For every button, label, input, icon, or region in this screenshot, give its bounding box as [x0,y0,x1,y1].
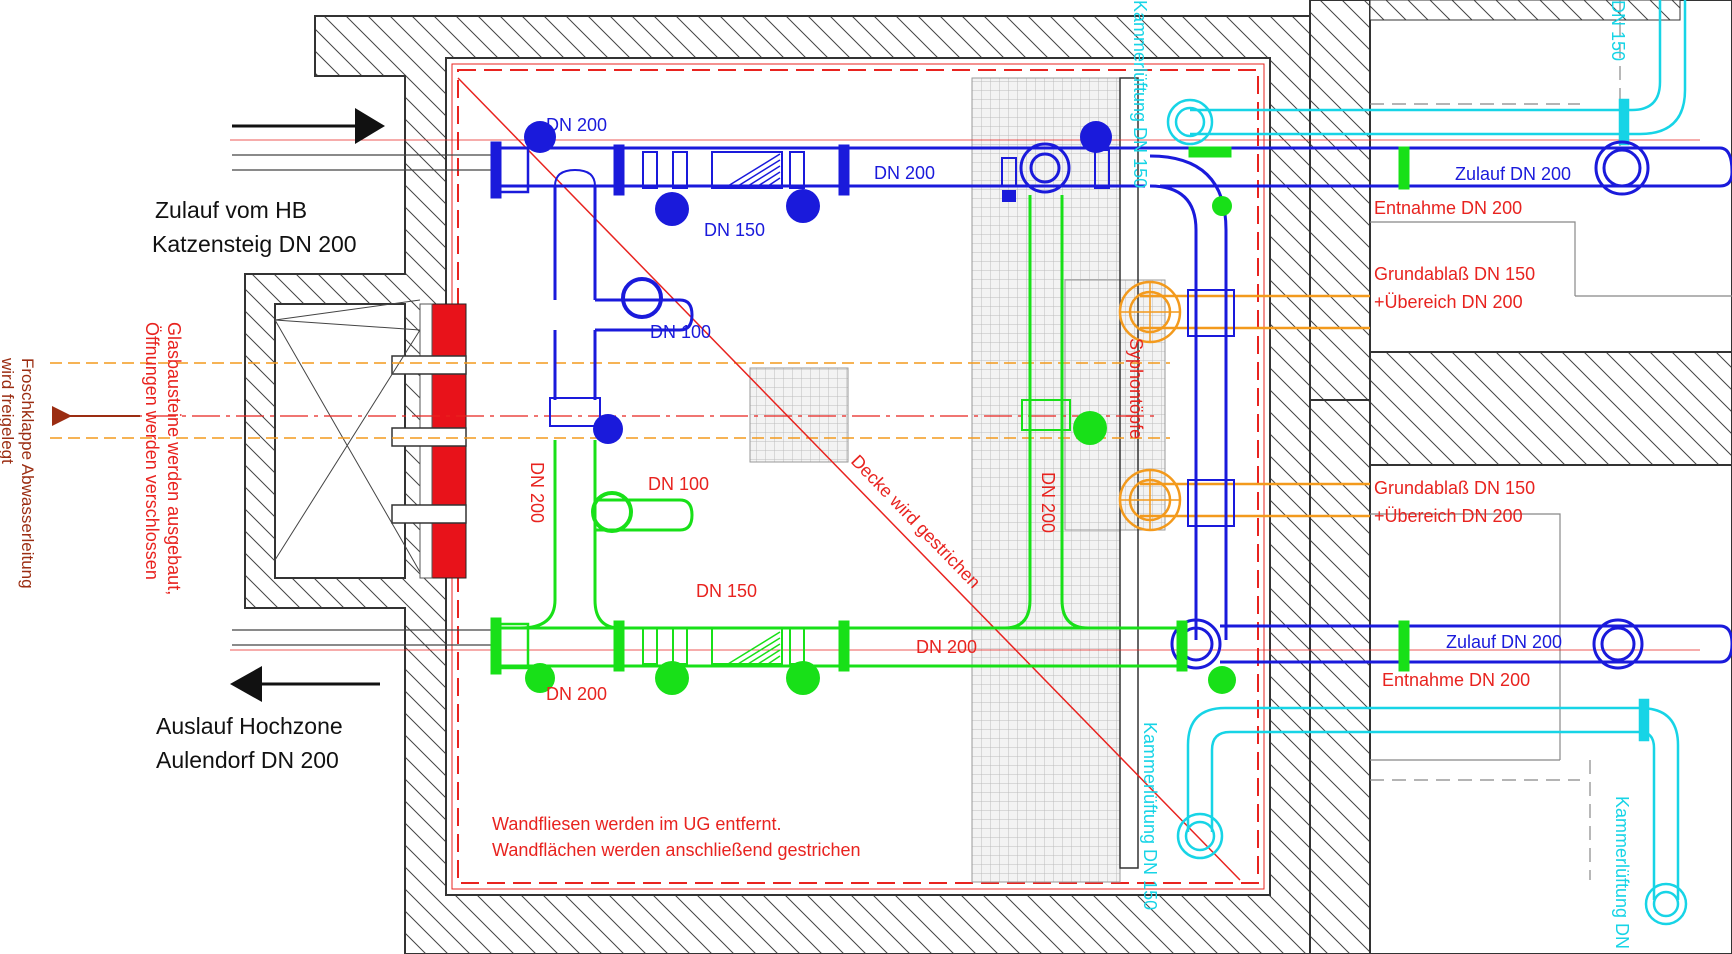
drain-pipes [1118,280,1370,532]
grund2-label-2: +Übereich DN 200 [1374,506,1523,526]
vent-bottom-flange [1176,812,1224,860]
vent-pipes [1166,0,1688,926]
annex-room-top [1369,0,1732,353]
walls [244,0,1732,954]
vent-right-top-label: DN 150 [1608,0,1628,61]
green-valves [525,196,1236,695]
red-dn100: DN 100 [648,474,709,494]
entnahme-bottom-label: Entnahme DN 200 [1382,670,1530,690]
vent-top-pipe [1190,0,1662,112]
green-vertical-right [1028,195,1064,600]
frogflap-label-1: Froschklappe Abwasserleitung [18,358,37,589]
annex-details [1370,0,1732,880]
flow-arrows [230,108,500,702]
blue-piping [490,140,1732,670]
blue-vertical-right [1194,230,1228,640]
blue-dn200-mid: DN 200 [874,163,935,183]
glass-blocks [274,299,467,579]
vent-right-bottom-label: Kammerlüftung DN [1612,796,1632,949]
glass-label-2: Öffnungen werden verschlossen [142,322,162,580]
annex-wall-top [1309,0,1371,401]
glass-label-1: Glasbausteine werden ausgebaut, [164,322,184,595]
grund1-label-2: +Übereich DN 200 [1374,292,1523,312]
siphon-grating [1064,279,1166,531]
vent-bottom-label: Kammerlüftung DN 150 [1140,722,1160,910]
zulauf-top-label: Zulauf DN 200 [1455,164,1571,184]
entnahme-top-label: Entnahme DN 200 [1374,198,1522,218]
vent-top-flange [1166,98,1214,146]
red-dn200-bottom: DN 200 [546,684,607,704]
blue-dn100: DN 100 [650,322,711,342]
outlet-label-1: Auslauf Hochzone [156,713,343,739]
inlet-label-2: Katzensteig DN 200 [152,231,357,257]
green-branch-dn100 [595,498,694,532]
outlet-label-2: Aulendorf DN 200 [156,747,339,773]
grund2-label-1: Grundablaß DN 150 [1374,478,1535,498]
blue-branch-dn100 [595,298,694,332]
labels: Zulauf vom HB Katzensteig DN 200 Auslauf… [0,0,1632,949]
red-dn200-green: DN 200 [916,637,977,657]
vent-top-label: Kammerlüftung DN 150 [1130,0,1150,188]
tiles-label-1: Wandfliesen werden im UG entfernt. [492,814,781,834]
wall-opening-left [274,303,406,579]
annex-inner-top [1369,0,1681,21]
green-piping [490,146,1410,675]
red-dn150: DN 150 [696,581,757,601]
blue-elbow-flange [1019,142,1071,194]
blue-dn200-top: DN 200 [546,115,607,135]
inlet-label-1: Zulauf vom HB [155,197,307,223]
blue-vertical-left [553,186,597,400]
grating-small [749,367,849,463]
red-dn200-left: DN 200 [527,462,547,523]
siphon-label: Syphontöpfe [1126,338,1146,439]
annex-wall-middle [1369,351,1732,466]
blue-dn150: DN 150 [704,220,765,240]
zulauf-bottom-label: Zulauf DN 200 [1446,632,1562,652]
blue-zulauf-flange [1594,140,1650,196]
red-dn200-right: DN 200 [1038,472,1058,533]
frogflap-label-2: wird freigelegt [0,357,17,464]
valve-handwheel [524,121,556,153]
tiles-label-2: Wandflächen werden anschließend gestrich… [492,840,861,860]
annex-room-bottom [1369,464,1732,954]
ceiling-diagonal [457,77,1241,881]
grund1-label-1: Grundablaß DN 150 [1374,264,1535,284]
annex-wall-lower [1309,399,1371,954]
blue-valves [524,121,1112,444]
vent-bottom-pipe [1186,706,1680,900]
